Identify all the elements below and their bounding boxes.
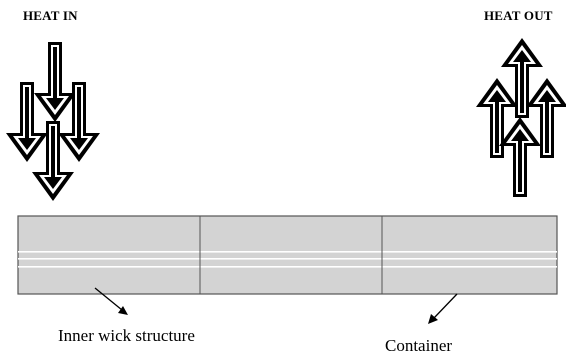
wick-leader-line — [94, 287, 123, 311]
heat-in-label: HEAT IN — [23, 8, 78, 23]
inner-wick-label: Inner wick structure — [58, 326, 195, 345]
pipe-container — [17, 215, 558, 295]
wick-line — [18, 258, 557, 260]
wick-line — [18, 251, 557, 253]
callouts — [94, 287, 458, 324]
heat-pipe — [17, 215, 558, 295]
container-leader-arrowhead — [428, 314, 438, 324]
up-arrow-icon — [499, 117, 541, 197]
heat-out-label: HEAT OUT — [484, 8, 553, 23]
down-arrow-icon — [34, 42, 76, 122]
container-label: Container — [385, 336, 453, 355]
heat-out-arrows — [476, 38, 566, 197]
wick-line — [18, 266, 557, 268]
wick-leader-arrowhead — [118, 306, 128, 315]
container-leader-line — [433, 293, 458, 319]
heat-in-arrows — [6, 42, 100, 201]
